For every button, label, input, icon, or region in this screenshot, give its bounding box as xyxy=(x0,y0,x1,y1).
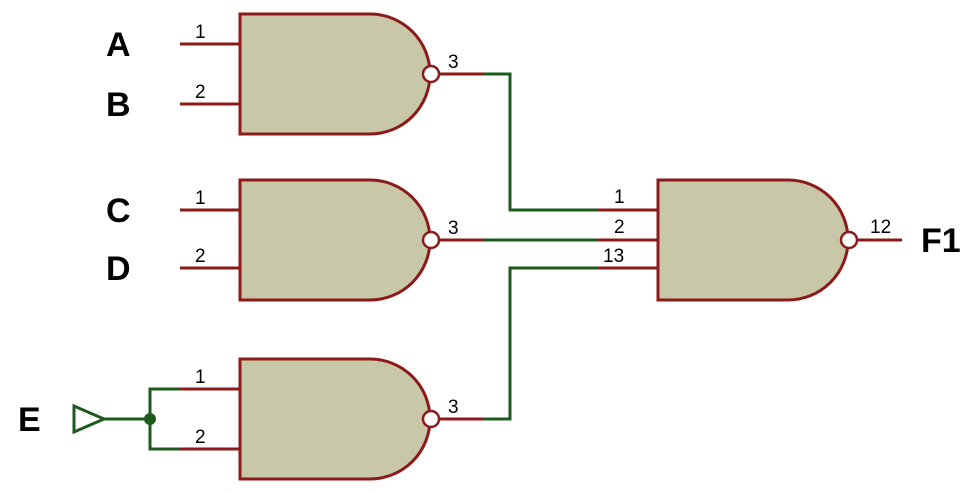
input-port-e xyxy=(72,403,108,435)
gate-g4-bubble xyxy=(839,230,859,250)
signal-labels: A B C D E F1 xyxy=(18,26,961,439)
pin-number-g4-in2: 2 xyxy=(614,217,625,238)
nand-gate-4 xyxy=(598,178,902,302)
gate-g2-bubble xyxy=(421,230,441,250)
wire-g1-to-g4 xyxy=(484,72,598,212)
pin-number-g2-in2: 2 xyxy=(195,246,206,267)
signal-label-a: A xyxy=(106,26,131,64)
gate-g4-body xyxy=(656,178,850,302)
nand-gate-2 xyxy=(180,178,484,302)
wires xyxy=(72,72,598,451)
pin-number-g3-out: 3 xyxy=(448,397,459,418)
wire-g3-to-g4 xyxy=(484,266,598,421)
pin-number-g2-out: 3 xyxy=(448,218,459,239)
gate-g1-bubble xyxy=(421,64,441,84)
pin-number-g4-out: 12 xyxy=(870,217,891,238)
gate-g1-body xyxy=(238,12,432,136)
nand-gate-1 xyxy=(180,12,484,136)
pin-number-g1-in1: 1 xyxy=(195,22,206,43)
wire-junction xyxy=(144,413,156,425)
pin-number-g3-in1: 1 xyxy=(195,367,206,388)
signal-label-f1: F1 xyxy=(921,222,961,260)
pin-number-g4-in1: 1 xyxy=(614,187,625,208)
gate-g2-body xyxy=(238,178,432,302)
pin-number-g2-in1: 1 xyxy=(195,188,206,209)
pin-number-g4-in3: 13 xyxy=(603,246,624,267)
signal-label-d: D xyxy=(106,250,131,288)
pin-number-g1-in2: 2 xyxy=(195,82,206,103)
pin-number-g3-in2: 2 xyxy=(195,427,206,448)
gate-g3-bubble xyxy=(421,409,441,429)
pin-numbers: 1 2 3 1 2 3 1 2 3 1 2 13 12 xyxy=(195,22,891,448)
nand-gate-3 xyxy=(180,357,484,481)
pin-number-g1-out: 3 xyxy=(448,52,459,73)
signal-label-c: C xyxy=(106,192,131,230)
signal-label-b: B xyxy=(106,86,131,124)
gate-g3-body xyxy=(238,357,432,481)
signal-label-e: E xyxy=(18,401,41,439)
